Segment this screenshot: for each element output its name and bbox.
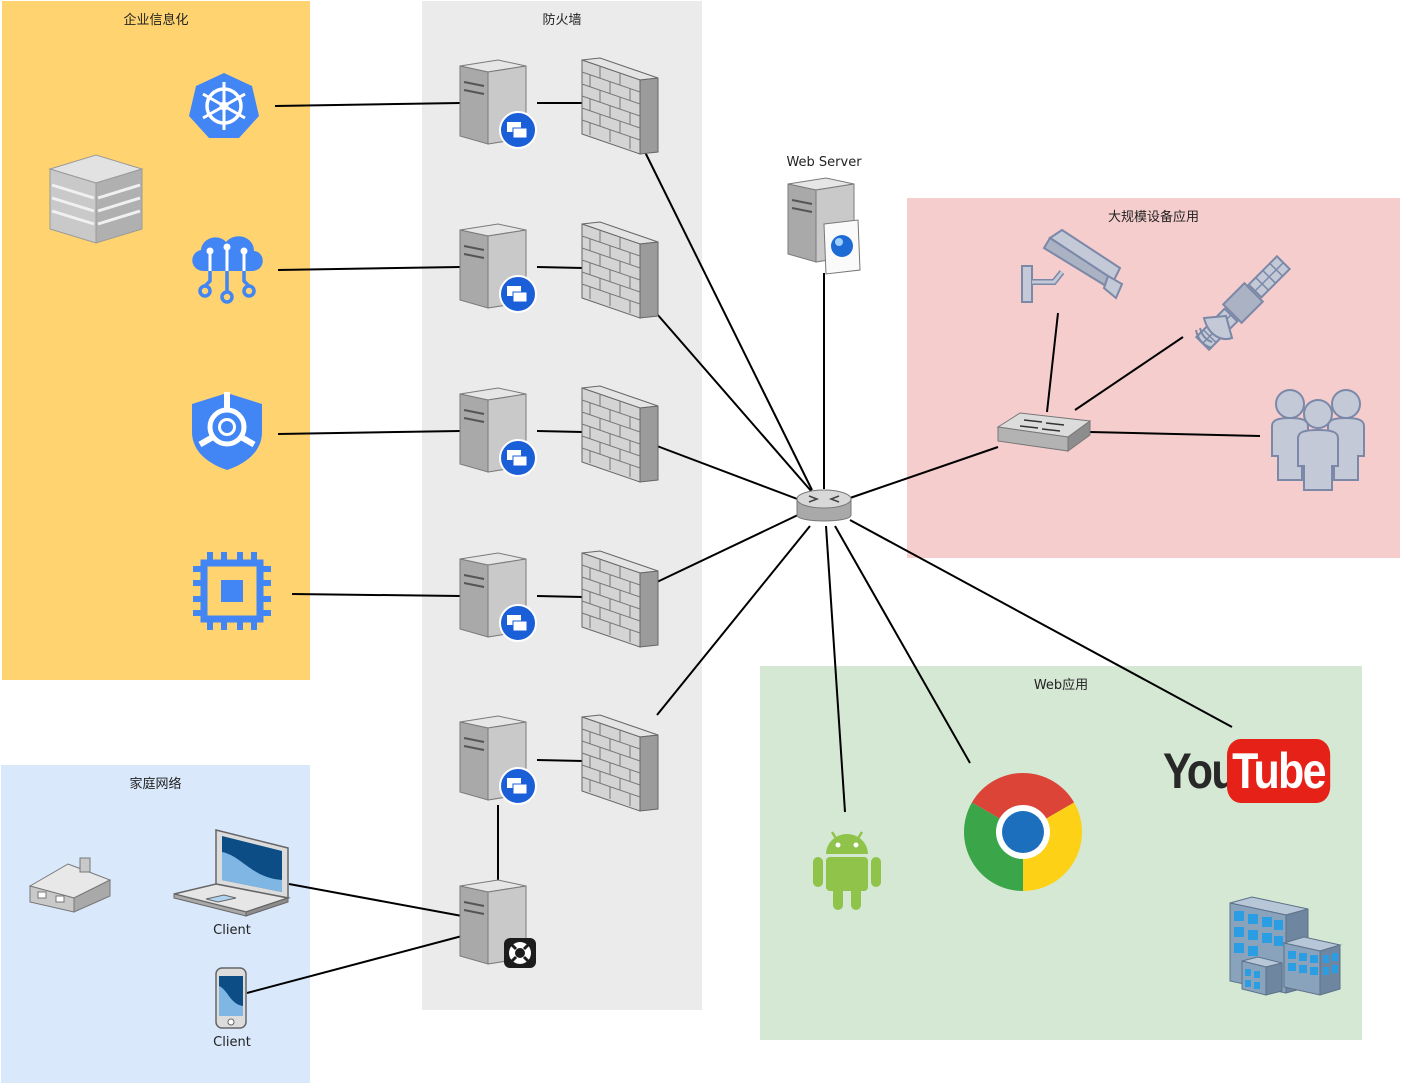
firewall-wall-icon (581, 550, 659, 648)
link-cloud-server2 (277, 266, 461, 271)
proxy-server-icon (459, 879, 536, 968)
link-router-android (825, 525, 846, 813)
link-shield-server3 (277, 430, 461, 435)
link-fw4-router (656, 513, 801, 583)
cloud-network-icon (192, 236, 263, 304)
zone-home: 家庭网络 (1, 765, 310, 1083)
link-chip-server4 (291, 593, 461, 597)
processor-chip-icon (193, 552, 271, 630)
zone-iot-title: 大规模设备应用 (1107, 210, 1199, 225)
link-phone-proxy (246, 935, 463, 994)
router-icon (796, 489, 852, 522)
link-fw1-router (643, 149, 813, 491)
laptop-icon (173, 829, 291, 917)
firewall-wall-icon (581, 385, 659, 483)
chrome-icon (963, 773, 1083, 891)
server-icon (459, 59, 537, 149)
web-server-label: Web Server (786, 155, 862, 170)
house-icon (28, 857, 112, 913)
server-icon (459, 387, 537, 477)
user-group-icon (1271, 389, 1365, 491)
phone-client-label: Client (213, 1035, 251, 1050)
mobile-phone-icon (215, 967, 247, 1029)
kubernetes-icon (189, 73, 259, 138)
youtube-logo-you: You (1163, 743, 1238, 799)
satellite-icon (1194, 254, 1292, 352)
zone-iot: 大规模设备应用 (907, 198, 1400, 558)
link-server5-fw5 (536, 759, 584, 762)
firewall-wall-icon (581, 57, 659, 155)
server-icon (459, 552, 537, 642)
link-k8s-server1 (274, 102, 461, 107)
link-router-switch (849, 446, 999, 499)
link-switch-users (1089, 431, 1261, 437)
zone-firewall-title: 防火墙 (542, 13, 582, 28)
zone-firewall: 防火墙 (422, 1, 702, 1010)
link-server4-fw4 (536, 595, 584, 598)
link-server2-fw2 (536, 266, 584, 269)
shield-security-icon (192, 392, 262, 470)
building-icon (48, 154, 144, 244)
link-router-chrome (834, 525, 971, 764)
switch-icon (996, 412, 1092, 452)
youtube-logo-tube: Tube (1227, 739, 1330, 803)
link-router-youtube (849, 519, 1233, 728)
laptop-client-label: Client (213, 923, 251, 938)
firewall-wall-icon (581, 221, 659, 319)
youtube-logo: You Tube (1163, 738, 1347, 804)
zone-enterprise-title: 企业信息化 (123, 13, 189, 28)
link-fw5-router (656, 525, 811, 716)
android-icon (813, 831, 881, 910)
zone-web-title: Web应用 (1033, 678, 1089, 693)
link-laptop-proxy (288, 883, 463, 917)
firewall-wall-icon (581, 714, 659, 812)
link-switch-satellite (1074, 336, 1184, 411)
office-building-icon (1229, 896, 1342, 996)
link-server3-fw3 (536, 430, 584, 433)
link-fw2-router (656, 313, 813, 493)
cctv-camera-icon (1021, 228, 1124, 303)
link-fw3-router (656, 445, 801, 501)
zone-home-title: 家庭网络 (129, 777, 182, 792)
server-icon (459, 715, 537, 805)
web-server-icon (787, 177, 861, 275)
link-switch-camera (1046, 312, 1059, 413)
server-icon (459, 223, 537, 313)
